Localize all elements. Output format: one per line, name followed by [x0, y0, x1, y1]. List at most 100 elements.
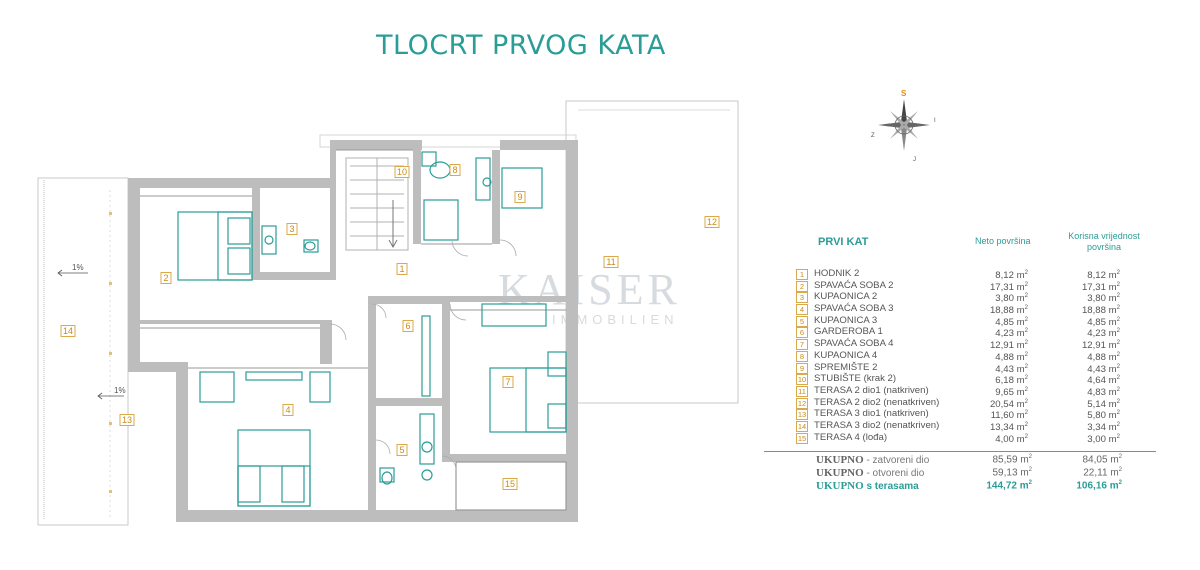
unit-label: m: [1020, 454, 1029, 466]
compass-label-e: I: [934, 118, 936, 124]
legend-row-net: 4,00 m2: [995, 433, 1028, 445]
unit-label: m: [1109, 480, 1119, 492]
legend-row-name: SPAVAĆA SOBA 3: [814, 303, 894, 315]
legend-row-useful-value: 8,12: [1087, 270, 1106, 282]
unit-label: m: [1108, 398, 1117, 410]
compass-rose-icon: S I J Z: [871, 89, 936, 163]
legend-row-number: 1: [796, 269, 808, 280]
legend-row-useful: 17,31 m2: [1081, 281, 1120, 293]
legend-row-net: 13,34 m2: [989, 421, 1028, 434]
legend-row-useful: 4,85 m2: [1087, 316, 1120, 328]
legend-row-useful: 3,00 m2: [1087, 433, 1120, 445]
legend-row-net: 3,80 m2: [995, 293, 1028, 305]
legend-row-useful-value: 3,34: [1087, 422, 1106, 434]
room-label-box: [286, 223, 298, 235]
room-label: 1: [399, 264, 404, 274]
legend-row-number: 10: [796, 374, 808, 386]
legend-row-number: 9: [796, 362, 808, 374]
compass-label-w: Z: [871, 133, 875, 139]
unit-label: m: [1108, 305, 1117, 317]
legend-section-title: PRVI KAT: [818, 236, 869, 248]
watermark-sub: IMMOBILIEN: [552, 312, 679, 327]
furniture: [177, 151, 567, 511]
unit-label: m: [1108, 293, 1117, 305]
unit-label: m: [1108, 387, 1117, 399]
room-label-box: [449, 164, 461, 176]
legend-row-net-value: 4,85: [995, 316, 1014, 328]
legend-row-useful: 4,88 m2: [1087, 351, 1120, 363]
total-net: 59,13 m2: [992, 467, 1033, 479]
legend-header: PRVI KAT Neto površina Korisna vrijednos…: [796, 230, 1140, 268]
total-desc: s terasama: [863, 481, 919, 492]
unit-label: m: [1108, 316, 1117, 328]
legend-row-useful: 4,64 m2: [1087, 375, 1120, 387]
legend-row-net-value: 11,60: [990, 410, 1014, 422]
legend-col-net: Neto površina: [975, 236, 1031, 246]
doors: [329, 239, 517, 471]
legend-row-net-value: 4,00: [995, 433, 1014, 445]
legend-row: 10 STUBIŠTE (krak 2) 6,18 m2 4,64 m2: [796, 373, 1126, 387]
room-label: 10: [397, 167, 407, 177]
legend-row-net: 4,85 m2: [995, 316, 1028, 328]
room-label-box: [394, 166, 410, 178]
legend-row-net-value: 4,43: [995, 363, 1014, 375]
legend-row-net: 8,12 m2: [995, 270, 1028, 282]
page-title: TLOCRT PRVOG KATA: [376, 30, 666, 61]
total-key: UKUPNO: [816, 467, 864, 479]
unit-label: m: [1016, 422, 1025, 434]
room-label-box: [282, 404, 294, 416]
unit-label: m: [1108, 352, 1117, 363]
unit-label: m: [1108, 422, 1117, 434]
compass-label-s: J: [913, 157, 916, 163]
legend-row-useful: 4,83 m2: [1087, 386, 1120, 399]
total-useful: 84,05 m2: [1082, 454, 1123, 466]
floor-plan: KAISER IMMOBILIEN: [37, 100, 739, 526]
legend-row-useful: 4,23 m2: [1087, 328, 1120, 340]
unit-label: m: [1016, 363, 1025, 375]
legend-row-useful-value: 4,43: [1087, 363, 1106, 375]
legend-row-useful-value: 4,88: [1087, 352, 1106, 363]
thin-lines: [140, 149, 566, 369]
room-label-box: [396, 263, 408, 275]
unit-label: m: [1016, 375, 1025, 387]
legend-row-useful-value: 12,91: [1081, 340, 1106, 352]
legend-row-name: TERASA 2 dio1 (natkriven): [814, 384, 929, 396]
legend-row-name: STUBIŠTE (krak 2): [814, 373, 897, 385]
legend-row-net: 9,65 m2: [995, 386, 1028, 399]
legend-row-useful-value: 4,83: [1087, 387, 1106, 399]
total-desc: - otvoreni dio: [863, 468, 925, 479]
total-net-value: 59,13: [992, 467, 1018, 479]
legend-row-number: 15: [796, 432, 808, 444]
unit-label: m: [1110, 467, 1119, 479]
total-net-value: 85,59: [992, 454, 1018, 466]
legend-row-useful: 4,43 m2: [1087, 363, 1120, 375]
legend-row-net: 4,43 m2: [995, 363, 1028, 375]
legend-row-useful: 5,14 m2: [1087, 398, 1120, 410]
terrace-outline-left: [37, 177, 129, 526]
walls: [128, 140, 578, 522]
legend-row-net: 18,88 m2: [989, 305, 1028, 317]
legend-row-number: 3: [796, 292, 808, 304]
total-net-value: 144,72: [986, 480, 1017, 492]
legend-col-useful-line1: Korisna vrijednost: [1068, 231, 1140, 241]
unit-label: m: [1016, 433, 1025, 445]
terrace-outline-right: [565, 100, 739, 404]
legend-row-net: 6,18 m2: [995, 375, 1028, 387]
legend-row-useful: 8,12 m2: [1087, 270, 1120, 282]
legend-row-useful-value: 5,80: [1087, 410, 1106, 422]
legend-row-number: 7: [796, 339, 808, 351]
legend-row-useful-value: 18,88: [1081, 305, 1106, 317]
unit-label: m: [1016, 352, 1025, 363]
total-desc: - zatvoreni dio: [863, 455, 930, 466]
legend-row-useful-value: 5,14: [1087, 398, 1106, 410]
legend-row-name: SPAVAĆA SOBA 4: [814, 338, 894, 350]
